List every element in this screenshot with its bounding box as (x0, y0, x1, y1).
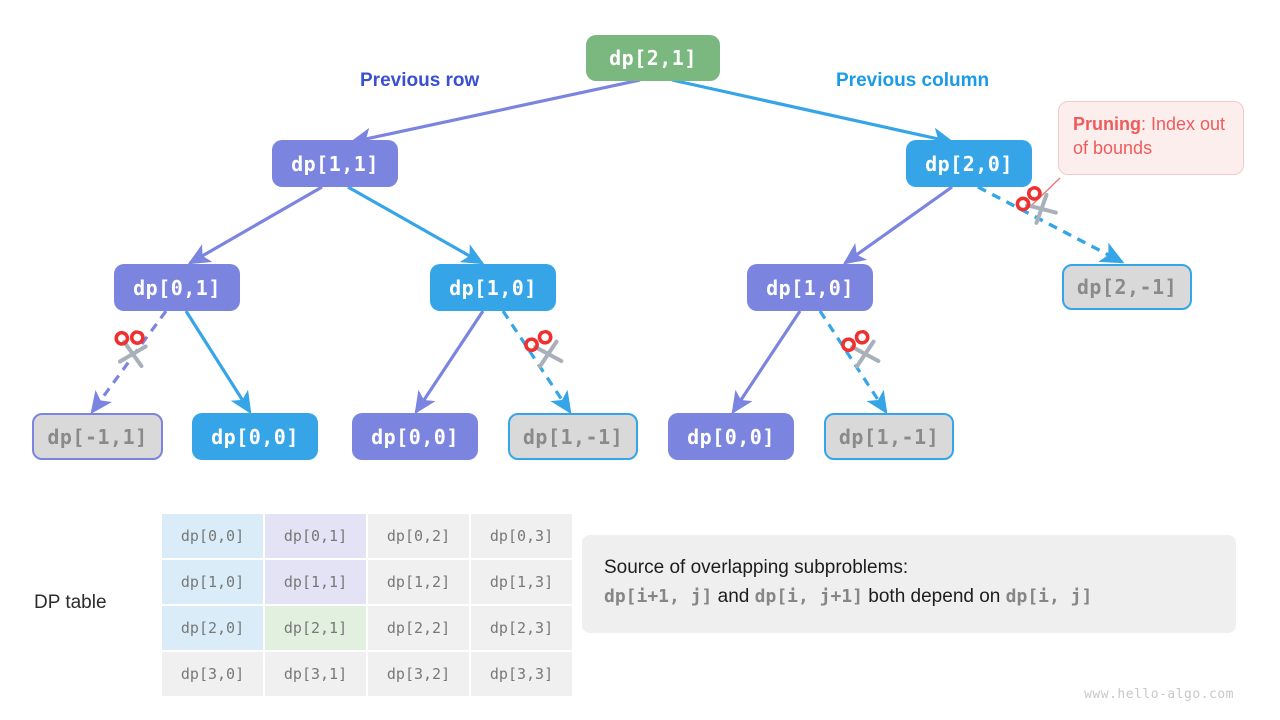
node-dp-0-1[interactable]: dp[0,1] (114, 264, 240, 311)
dp-cell-1-1[interactable]: dp[1,1] (265, 560, 366, 604)
edge-dp10right-to-dp1m1-pruned (818, 310, 888, 415)
dp-cell-3-1[interactable]: dp[3,1] (265, 652, 366, 696)
scissors-icon (1015, 186, 1058, 225)
pruning-callout-bold: Pruning (1073, 114, 1141, 134)
note-code-1: dp[i+1, j] (604, 586, 713, 608)
edge-dp01-to-dp00 (184, 310, 252, 415)
table-row: dp[0,0] dp[0,1] dp[0,2] dp[0,3] (162, 514, 572, 558)
branch-label-previous-row: Previous row (360, 70, 480, 91)
note-code-3: dp[i, j] (1005, 586, 1093, 608)
node-dp-1-0-left[interactable]: dp[1,0] (430, 264, 556, 311)
pruning-callout: Pruning: Index out of bounds (1058, 101, 1244, 175)
edge-dp10left-to-dp00 (414, 310, 485, 415)
note-mid-2: both depend on (863, 586, 1006, 608)
dp-cell-1-0[interactable]: dp[1,0] (162, 560, 263, 604)
dp-table: dp[0,0] dp[0,1] dp[0,2] dp[0,3] dp[1,0] … (160, 512, 574, 698)
edge-dp10right-to-dp00 (731, 310, 802, 415)
dp-cell-3-3[interactable]: dp[3,3] (471, 652, 572, 696)
scissors-icon (114, 330, 148, 369)
node-dp-1-0-right[interactable]: dp[1,0] (747, 264, 873, 311)
edge-dp20-to-dp2m1-pruned (977, 185, 1125, 264)
note-line-1: Source of overlapping subproblems: (604, 557, 909, 578)
note-code-2: dp[i, j+1] (754, 586, 864, 608)
dp-table-body: dp[0,0] dp[0,1] dp[0,2] dp[0,3] dp[1,0] … (162, 514, 572, 696)
dp-cell-2-0[interactable]: dp[2,0] (162, 606, 263, 650)
dp-cell-0-2[interactable]: dp[0,2] (368, 514, 469, 558)
edge-root-to-dp11 (349, 78, 641, 148)
dp-cell-1-2[interactable]: dp[1,2] (368, 560, 469, 604)
edge-dp01-to-dpm11-pruned (90, 310, 168, 415)
dp-cell-3-2[interactable]: dp[3,2] (368, 652, 469, 696)
table-row: dp[1,0] dp[1,1] dp[1,2] dp[1,3] (162, 560, 572, 604)
dp-cell-0-1[interactable]: dp[0,1] (265, 514, 366, 558)
dp-table-caption: DP table (34, 592, 107, 613)
scissors-icon (841, 329, 881, 369)
node-dp-0-0-c[interactable]: dp[0,0] (668, 413, 794, 460)
table-row: dp[3,0] dp[3,1] dp[3,2] dp[3,3] (162, 652, 572, 696)
dp-cell-2-2[interactable]: dp[2,2] (368, 606, 469, 650)
dp-cell-1-3[interactable]: dp[1,3] (471, 560, 572, 604)
node-dp-2-minus1-pruned[interactable]: dp[2,-1] (1062, 264, 1192, 310)
dp-cell-0-0[interactable]: dp[0,0] (162, 514, 263, 558)
dp-cell-2-3[interactable]: dp[2,3] (471, 606, 572, 650)
scissors-icon (524, 329, 564, 369)
node-dp-1-minus1-a-pruned[interactable]: dp[1,-1] (508, 413, 638, 460)
overlapping-subproblems-note: Source of overlapping subproblems: dp[i+… (582, 535, 1236, 633)
edge-dp10left-to-dp1m1-pruned (501, 310, 572, 415)
dp-cell-2-1[interactable]: dp[2,1] (265, 606, 366, 650)
node-dp-1-1[interactable]: dp[1,1] (272, 140, 398, 187)
note-line-2: dp[i+1, j] and dp[i, j+1] both depend on… (604, 582, 1214, 611)
table-row: dp[2,0] dp[2,1] dp[2,2] dp[2,3] (162, 606, 572, 650)
edge-dp20-to-dp10 (842, 185, 953, 265)
callout-leader-line (1031, 177, 1061, 206)
edge-root-to-dp20 (671, 78, 955, 148)
node-dp-0-0-a[interactable]: dp[0,0] (192, 413, 318, 460)
node-dp-0-0-b[interactable]: dp[0,0] (352, 413, 478, 460)
edge-dp11-to-dp10 (347, 185, 485, 265)
edge-dp11-to-dp01 (187, 185, 323, 265)
branch-label-previous-column: Previous column (836, 70, 990, 91)
dp-cell-3-0[interactable]: dp[3,0] (162, 652, 263, 696)
node-dp-2-0[interactable]: dp[2,0] (906, 140, 1032, 187)
node-dp-2-1[interactable]: dp[2,1] (586, 35, 720, 81)
pruning-callout-rest: : Index out of bounds (1073, 114, 1226, 159)
footer-url: www.hello-algo.com (1084, 687, 1234, 702)
dp-cell-0-3[interactable]: dp[0,3] (471, 514, 572, 558)
note-mid-1: and (712, 586, 755, 608)
node-dp-1-minus1-b-pruned[interactable]: dp[1,-1] (824, 413, 954, 460)
node-dp-minus1-1-pruned[interactable]: dp[-1,1] (32, 413, 163, 460)
